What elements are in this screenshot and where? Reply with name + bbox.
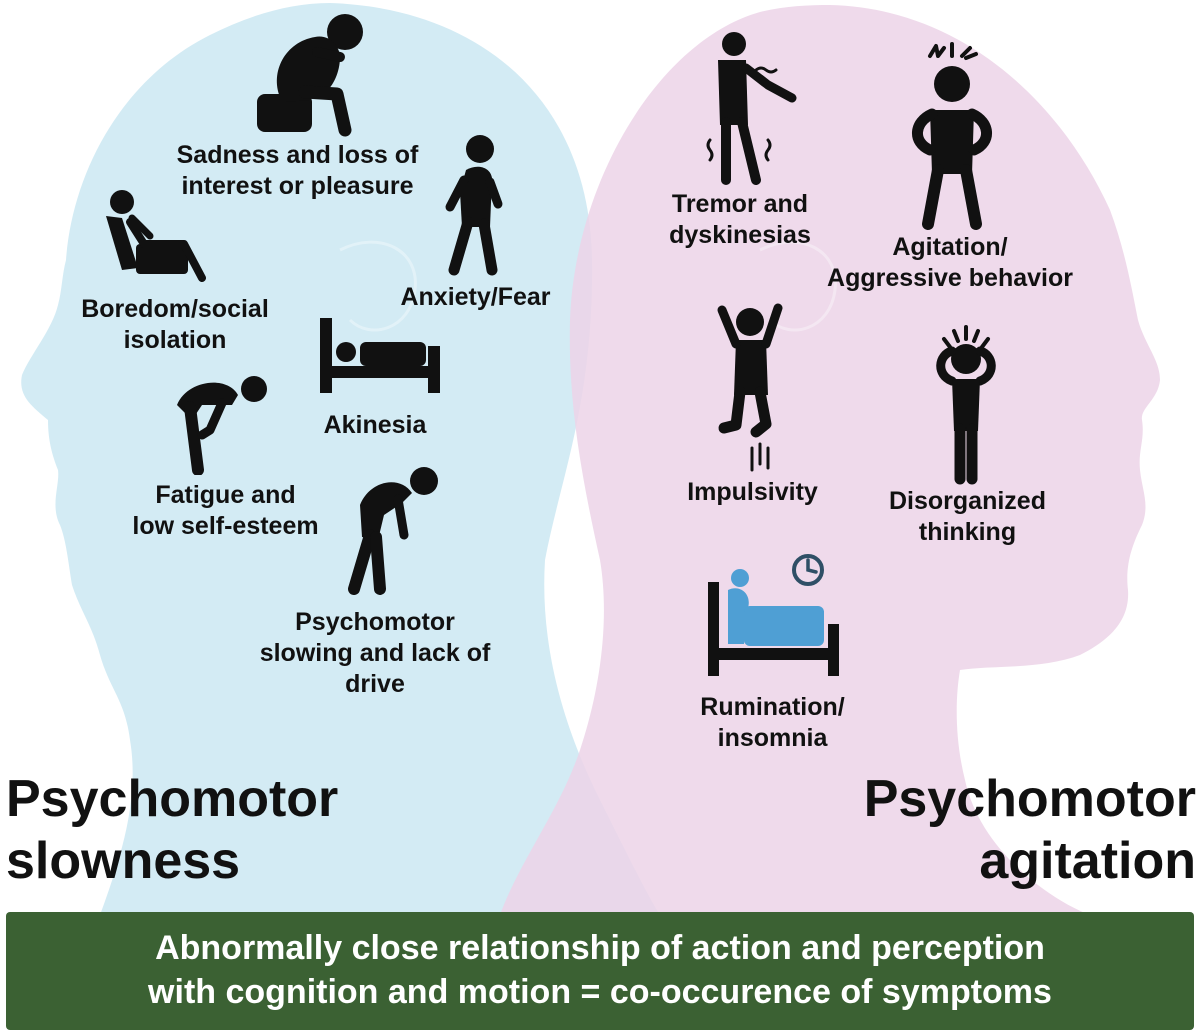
person-in-armchair-icon xyxy=(106,190,206,282)
label-agitation: Agitation/ Aggressive behavior xyxy=(827,233,1073,292)
person-lying-in-bed-icon xyxy=(320,318,440,393)
agitated-person-icon xyxy=(912,42,992,230)
label-impulsivity: Impulsivity xyxy=(687,478,818,506)
label-psychomotor-slowing: Psychomotor slowing and lack of drive xyxy=(259,608,491,698)
anxious-walking-person-icon xyxy=(445,135,503,276)
title-psychomotor-agitation: Psychomotor agitation xyxy=(863,770,1196,890)
clock-icon xyxy=(792,554,824,586)
label-boredom: Boredom/social isolation xyxy=(81,295,269,354)
right-head-silhouette xyxy=(500,5,1160,915)
tired-bent-person-icon xyxy=(177,376,267,475)
sad-sitting-person-icon xyxy=(257,14,363,137)
confused-person-holding-head-icon xyxy=(936,325,996,485)
jumping-person-icon xyxy=(717,303,783,472)
label-akinesia: Akinesia xyxy=(323,411,427,439)
summary-banner-text: Abnormally close relationship of action … xyxy=(148,929,1052,1011)
label-sadness: Sadness and loss of interest or pleasure xyxy=(176,141,419,200)
tremor-person-icon xyxy=(706,32,797,185)
label-fatigue: Fatigue and low self-esteem xyxy=(132,481,319,540)
summary-banner: Abnormally close relationship of action … xyxy=(6,912,1194,1030)
label-anxiety: Anxiety/Fear xyxy=(400,283,551,311)
label-tremor: Tremor and dyskinesias xyxy=(669,190,811,249)
label-disorganized: Disorganized thinking xyxy=(889,487,1046,546)
title-psychomotor-slowness: Psychomotor slowness xyxy=(6,770,339,890)
hunched-walking-person-icon xyxy=(348,467,438,595)
label-rumination: Rumination/ insomnia xyxy=(700,693,845,752)
insomnia-bed-with-clock-icon xyxy=(708,554,839,676)
left-head-silhouette xyxy=(21,3,660,915)
faint-brain-outline xyxy=(339,240,837,332)
